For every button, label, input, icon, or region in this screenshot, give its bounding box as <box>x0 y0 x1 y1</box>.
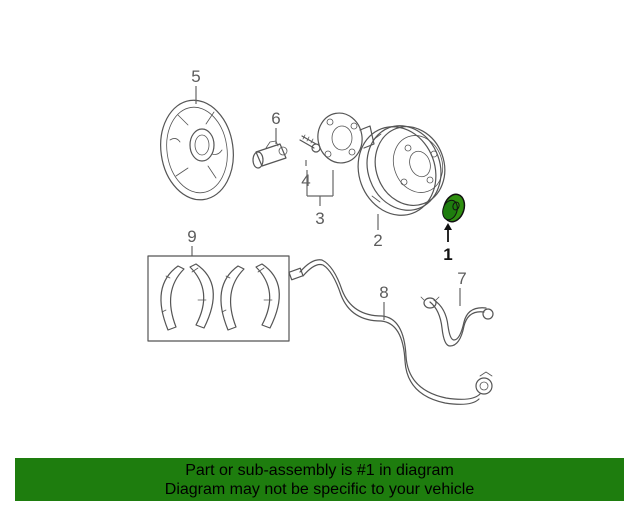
callout-8[interactable]: 8 <box>379 283 388 302</box>
abs-sensor-harness-part[interactable] <box>288 259 493 405</box>
brake-hose-part[interactable] <box>420 296 494 347</box>
callout-1[interactable]: 1 <box>443 245 452 264</box>
leader-1 <box>444 223 452 242</box>
callout-6[interactable]: 6 <box>271 109 280 128</box>
callout-3[interactable]: 3 <box>315 209 324 228</box>
callout-7[interactable]: 7 <box>457 269 466 288</box>
backing-plate-part[interactable] <box>154 95 239 204</box>
parts-diagram: 5 6 4 3 <box>147 67 494 405</box>
grease-cap-part[interactable] <box>440 192 468 225</box>
info-banner: Part or sub-assembly is #1 in diagram Di… <box>15 458 624 501</box>
banner-line-2: Diagram may not be specific to your vehi… <box>164 481 475 498</box>
hub-flange-part[interactable] <box>314 110 375 167</box>
callout-4[interactable]: 4 <box>301 171 310 190</box>
callout-bracket-3 <box>306 170 334 206</box>
banner-line-1: Part or sub-assembly is #1 in diagram <box>185 462 454 479</box>
wheel-stud-part[interactable] <box>299 134 321 153</box>
brake-drum-part[interactable] <box>346 115 456 226</box>
callout-5[interactable]: 5 <box>191 67 200 86</box>
wheel-cylinder-part[interactable] <box>252 140 288 169</box>
callout-2[interactable]: 2 <box>373 231 382 250</box>
brake-shoe-set-part[interactable] <box>147 255 290 342</box>
callout-9[interactable]: 9 <box>187 227 196 246</box>
